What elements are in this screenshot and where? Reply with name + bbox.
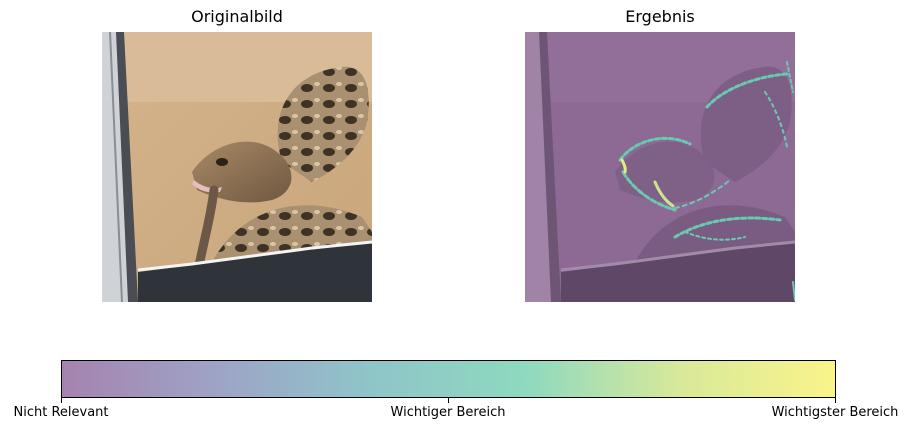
relevance-colorbar [61, 360, 836, 398]
colorbar-tick-2 [835, 398, 836, 403]
colorbar-label-mid: Wichtiger Bereich [390, 405, 506, 420]
result-image-title: Ergebnis [625, 7, 695, 26]
colorbar-label-high: Wichtigster Bereich [771, 405, 899, 420]
original-image-title: Originalbild [191, 7, 283, 26]
colorbar-tick-1 [448, 398, 449, 403]
colorbar-label-low: Nicht Relevant [13, 405, 109, 420]
result-heatmap-image [525, 32, 795, 302]
original-image [102, 32, 372, 302]
colorbar-tick-0 [61, 398, 62, 403]
